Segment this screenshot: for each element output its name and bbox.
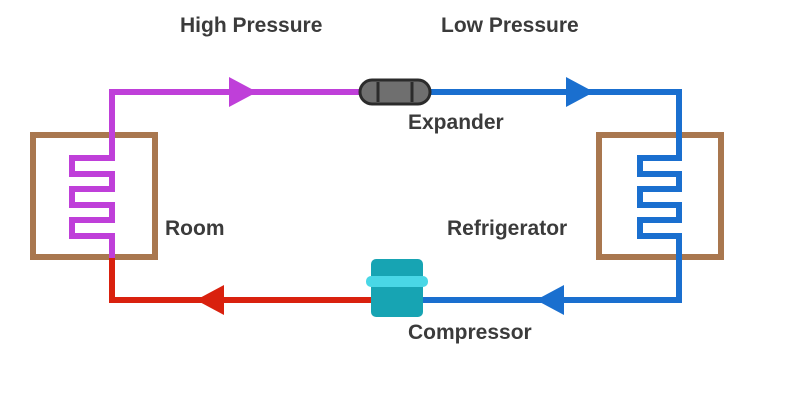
low-pressure-arrow-top [566,77,594,107]
refrigerator-box [596,132,724,260]
high-pressure-label: High Pressure [180,14,323,37]
high-pressure-arrow [229,77,257,107]
return-pipe [109,258,372,303]
expander-label: Expander [408,111,504,134]
room-box [30,132,158,260]
refrigerator-label: Refrigerator [447,217,568,240]
high-pressure-pipe [69,89,365,258]
compressor-icon [366,259,428,317]
low-pressure-arrow-bottom [536,285,564,315]
low-pressure-pipe [420,89,682,303]
expander-icon [358,78,432,106]
low-pressure-label: Low Pressure [441,14,579,37]
return-arrow [196,285,224,315]
compressor-label: Compressor [408,321,532,344]
room-label: Room [165,217,225,240]
